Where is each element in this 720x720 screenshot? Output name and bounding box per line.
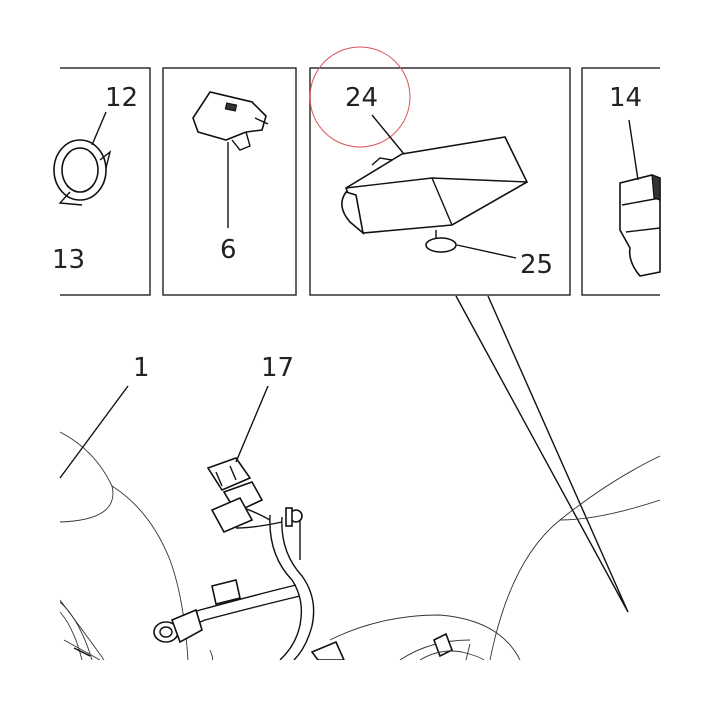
wiring-harness[interactable]: [171, 504, 315, 660]
harness-bolt: [285, 507, 303, 527]
leader-line-17: [235, 385, 269, 463]
leader-line-24: [371, 114, 405, 155]
leader-line-12: [91, 111, 107, 146]
callout-12: 12: [105, 83, 138, 113]
callout-13: 13: [52, 245, 85, 275]
leader-line-25: [456, 244, 517, 259]
main-assembly-view: [60, 431, 660, 660]
bottom-right-hardware: [419, 632, 485, 660]
harness-plug-left[interactable]: [153, 608, 203, 644]
callout-25: 25: [520, 250, 553, 280]
detail-box-sensor: 14: [581, 60, 720, 300]
detail-box-connector: 6: [162, 67, 297, 296]
detail-box-module: 24 25: [309, 46, 571, 296]
highlight-circle: [309, 46, 411, 148]
detail-pointer-wedge: [455, 295, 629, 613]
harness-branch-connector[interactable]: [211, 579, 241, 605]
clip-ring-part[interactable]: [53, 139, 112, 206]
callout-1: 1: [133, 353, 150, 383]
callout-14: 14: [609, 83, 642, 113]
connector-part[interactable]: [192, 91, 269, 151]
callout-17: 17: [261, 353, 294, 383]
harness-plug-bottom[interactable]: [310, 640, 345, 660]
body-contour-right: [489, 455, 660, 660]
body-contour-left: [60, 431, 114, 523]
leader-line-1: [59, 385, 129, 479]
washer-part[interactable]: [425, 230, 457, 253]
module-part[interactable]: [341, 136, 529, 236]
bottom-left-hardware: [60, 601, 101, 660]
callout-24: 24: [345, 83, 378, 113]
callout-6: 6: [220, 235, 237, 265]
connector-17[interactable]: [206, 457, 264, 534]
detail-box-clip-ring: 12 13: [0, 60, 151, 300]
leader-line-14: [628, 119, 639, 181]
sensor-part[interactable]: [619, 174, 661, 277]
